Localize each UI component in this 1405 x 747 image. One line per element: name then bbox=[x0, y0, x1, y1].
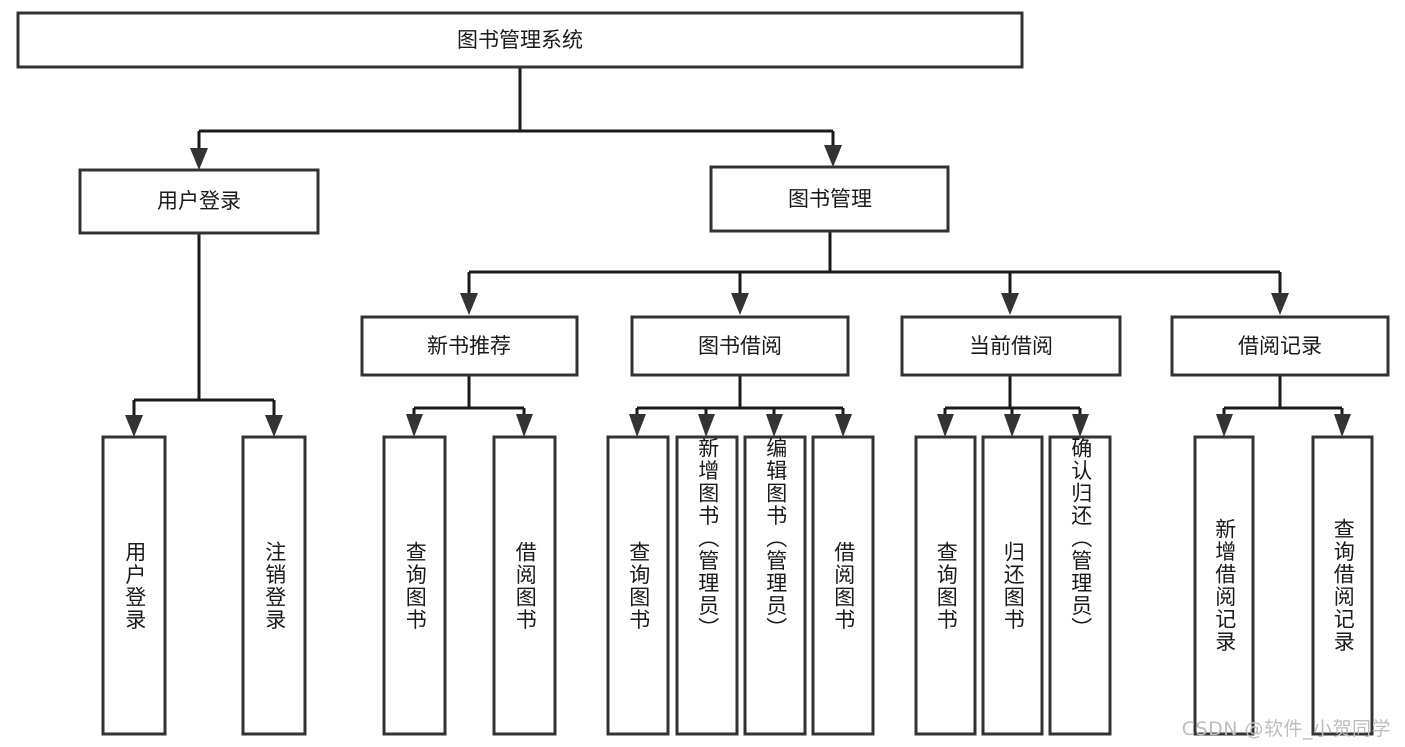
arrow-head-user-login bbox=[190, 148, 208, 170]
arrow-head-book-borrow bbox=[731, 293, 749, 315]
node-box-leaf-edit-book-admin[interactable] bbox=[743, 435, 807, 736]
node-box-leaf-logout-login[interactable] bbox=[241, 435, 307, 736]
node-box-root[interactable] bbox=[16, 11, 1024, 69]
connector-group-current-borrow bbox=[937, 375, 1089, 437]
node-label-book-management: 图书管理 bbox=[788, 187, 872, 211]
node-box-leaf-user-login[interactable] bbox=[101, 435, 167, 736]
node-box-leaf-query-borrow-record[interactable] bbox=[1311, 435, 1374, 736]
arrow-head-leaf-borrow-book-1 bbox=[516, 414, 533, 437]
arrow-head-leaf-add-book-admin bbox=[698, 414, 715, 437]
arrow-head-leaf-add-borrow-record bbox=[1216, 414, 1233, 437]
node-box-leaf-return-book[interactable] bbox=[981, 435, 1044, 736]
node-box-new-book-recommend[interactable] bbox=[360, 315, 579, 377]
arrow-head-leaf-query-book-1 bbox=[406, 414, 423, 437]
arrow-head-leaf-query-book-3 bbox=[937, 414, 954, 437]
arrow-head-leaf-return-book bbox=[1004, 414, 1021, 437]
node-box-leaf-add-borrow-record[interactable] bbox=[1193, 435, 1255, 736]
node-box-leaf-add-book-admin[interactable] bbox=[675, 435, 739, 736]
node-label-current-borrow: 当前借阅 bbox=[969, 334, 1053, 358]
node-box-leaf-query-book-3[interactable] bbox=[914, 435, 977, 736]
node-box-current-borrow[interactable] bbox=[900, 315, 1122, 377]
node-box-leaf-confirm-return-admin[interactable] bbox=[1048, 435, 1112, 736]
node-label-book-borrow: 图书借阅 bbox=[698, 334, 782, 358]
arrow-head-leaf-user-login bbox=[125, 415, 143, 437]
node-label-new-book-recommend: 新书推荐 bbox=[427, 334, 511, 358]
node-box-leaf-query-book-1[interactable] bbox=[382, 435, 447, 736]
connector-group-new-book-recommend bbox=[406, 375, 533, 437]
connector-group-borrow-record bbox=[1216, 375, 1351, 437]
arrow-head-leaf-query-borrow-record bbox=[1334, 414, 1351, 437]
connector-group-book-management bbox=[460, 231, 1289, 315]
node-box-book-management[interactable] bbox=[709, 165, 950, 233]
arrow-head-new-book-recommend bbox=[460, 293, 478, 315]
connector-group-root bbox=[190, 67, 842, 170]
node-label-borrow-record: 借阅记录 bbox=[1238, 334, 1322, 358]
arrow-head-leaf-logout-login bbox=[265, 415, 283, 437]
node-label-user-login: 用户登录 bbox=[157, 189, 241, 213]
connector-group-book-borrow bbox=[629, 375, 852, 437]
arrow-head-book-management bbox=[824, 145, 842, 167]
node-box-leaf-borrow-book-2[interactable] bbox=[811, 435, 875, 736]
arrow-head-leaf-query-book-2 bbox=[629, 414, 646, 437]
node-box-book-borrow[interactable] bbox=[630, 315, 850, 377]
csdn-watermark: CSDN @软件_小贺同学 bbox=[1181, 718, 1391, 740]
node-label-root: 图书管理系统 bbox=[457, 28, 583, 52]
arrow-head-leaf-borrow-book-2 bbox=[835, 414, 852, 437]
arrow-head-leaf-edit-book-admin bbox=[766, 414, 783, 437]
node-box-leaf-query-book-2[interactable] bbox=[606, 435, 670, 736]
node-box-leaf-borrow-book-1[interactable] bbox=[492, 435, 557, 736]
node-box-user-login[interactable] bbox=[78, 168, 320, 235]
arrow-head-borrow-record bbox=[1271, 293, 1289, 315]
connector-group-user-login bbox=[125, 233, 283, 437]
arrow-head-leaf-confirm-return-admin bbox=[1072, 414, 1089, 437]
node-box-borrow-record[interactable] bbox=[1170, 315, 1390, 377]
arrow-head-current-borrow bbox=[1001, 293, 1019, 315]
